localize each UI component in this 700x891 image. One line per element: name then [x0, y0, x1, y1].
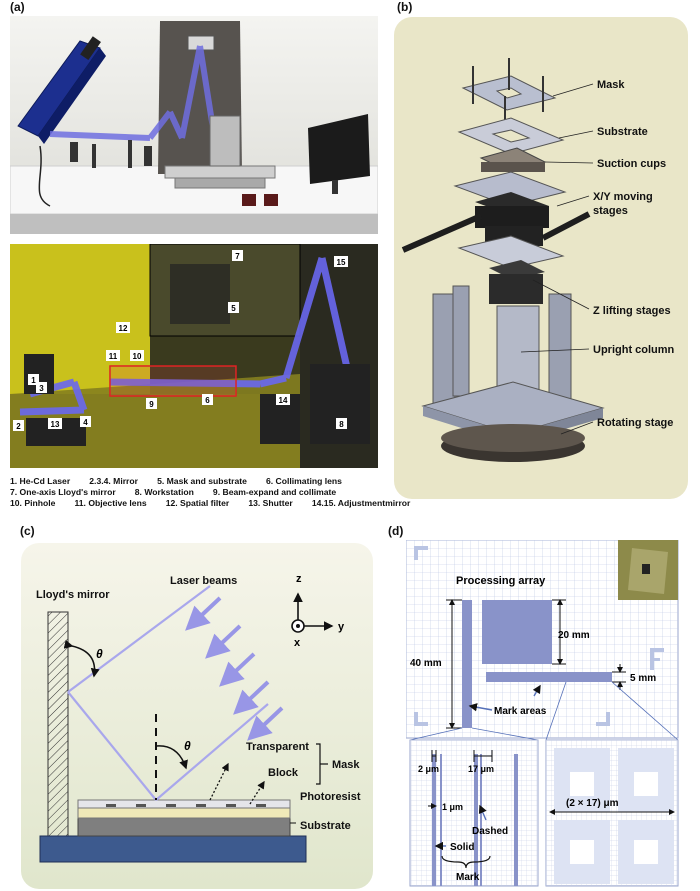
svg-text:9: 9 [149, 400, 154, 409]
panel-a-photo: 1 2 3 4 5 6 7 8 9 10 11 12 13 14 15 [10, 244, 378, 468]
photo-tag-4: 4 [80, 416, 91, 427]
svg-text:6: 6 [205, 396, 210, 405]
dim-5mm: 5 mm [630, 673, 656, 684]
panel-d-mask: Processing array 20 mm 40 mm 5 mm Mark a… [406, 540, 679, 887]
dim-1um: 1 μm [442, 802, 463, 812]
label-upright-column: Upright column [593, 344, 675, 356]
svg-text:5: 5 [231, 304, 236, 313]
photo-tag-6: 6 [202, 394, 213, 405]
laser-housing-icon [17, 36, 106, 144]
photo-tag-11: 11 [106, 350, 120, 361]
photo-tag-8: 8 [336, 418, 347, 429]
dim-2um: 2 μm [418, 764, 439, 774]
svg-text:12: 12 [119, 324, 128, 333]
svg-text:8: 8 [339, 420, 344, 429]
laser-beam-arrows [185, 596, 284, 741]
svg-text:2: 2 [16, 422, 21, 431]
large-square-feature [482, 600, 552, 664]
svg-text:3: 3 [39, 384, 44, 393]
vertical-bar-feature [462, 600, 472, 728]
label-z-stages: Z lifting stages [593, 305, 671, 317]
panel-label-c: (c) [20, 524, 35, 538]
label-transparent: Transparent [246, 741, 309, 753]
photo-tag-15: 15 [334, 256, 348, 267]
label-dashed: Dashed [472, 826, 508, 837]
photo-tag-7: 7 [232, 250, 243, 261]
panel-label-d: (d) [388, 524, 404, 538]
dim-17um: 17 μm [468, 764, 494, 774]
caption-row: 1. He-Cd Laser 2.3.4. Mirror 5. Mask and… [10, 476, 342, 486]
axis-y-label: y [338, 621, 345, 633]
label-lloyds-mirror: Lloyd's mirror [36, 589, 110, 601]
photo-tag-9: 9 [146, 398, 157, 409]
panel-label-b: (b) [397, 0, 413, 14]
label-xy-stages-2: stages [593, 205, 628, 217]
axis-z-label: z [296, 573, 302, 585]
label-rotating-stage: Rotating stage [597, 417, 673, 429]
panel-a-render [10, 16, 378, 234]
svg-text:10: 10 [133, 352, 142, 361]
panel-c-schematic: θ θ z y x Lloyd's mirror Laser beams Tra… [21, 543, 373, 889]
photo-tag-2: 2 [13, 420, 24, 431]
label-mark-areas: Mark areas [494, 706, 547, 717]
photo-tag-13: 13 [48, 418, 62, 429]
panel-b-assembly: Mask Substrate Suction cups X/Y moving s… [394, 17, 688, 499]
svg-text:11: 11 [109, 352, 118, 361]
panel-a-caption: 1. He-Cd Laser 2.3.4. Mirror 5. Mask and… [10, 476, 410, 510]
label-mark: Mark [456, 872, 480, 883]
svg-text:7: 7 [235, 252, 240, 261]
dim-20mm: 20 mm [558, 630, 590, 641]
photo-tag-12: 12 [116, 322, 130, 333]
label-block: Block [268, 767, 299, 779]
panel-label-a: (a) [10, 0, 25, 14]
label-photoresist: Photoresist [300, 791, 361, 803]
theta-mirror: θ [96, 647, 103, 661]
label-laser-beams: Laser beams [170, 575, 237, 587]
theta-normal: θ [184, 739, 191, 753]
label-substrate: Substrate [597, 126, 648, 138]
monitor-icon [308, 114, 370, 194]
svg-text:4: 4 [83, 418, 88, 427]
photo-tag-3: 3 [36, 382, 47, 393]
label-mask: Mask [597, 79, 625, 91]
label-suction-cups: Suction cups [597, 158, 666, 170]
caption-row: 7. One-axis Lloyd's mirror 8. Workstatio… [10, 487, 337, 498]
mask-plate [461, 58, 557, 126]
photo-tag-14: 14 [276, 394, 290, 405]
array-title: Processing array [456, 575, 546, 587]
dim-40mm: 40 mm [410, 658, 442, 669]
caption-row: 10. Pinhole 11. Objective lens 12. Spati… [10, 498, 411, 509]
svg-text:14: 14 [279, 396, 288, 405]
axis-x-label: x [294, 637, 301, 649]
label-mask: Mask [332, 759, 360, 771]
label-solid: Solid [450, 842, 474, 853]
horizontal-bar-feature [486, 672, 612, 682]
dim-period: (2 × 17) μm [566, 798, 619, 809]
label-substrate: Substrate [300, 820, 351, 832]
photo-tag-10: 10 [130, 350, 144, 361]
svg-text:13: 13 [51, 420, 60, 429]
svg-text:1: 1 [31, 376, 36, 385]
photo-tag-5: 5 [228, 302, 239, 313]
svg-text:15: 15 [337, 258, 346, 267]
photo-tag-1: 1 [28, 374, 39, 385]
label-xy-stages-1: X/Y moving [593, 191, 653, 203]
axis-triad: z y x [291, 573, 345, 649]
